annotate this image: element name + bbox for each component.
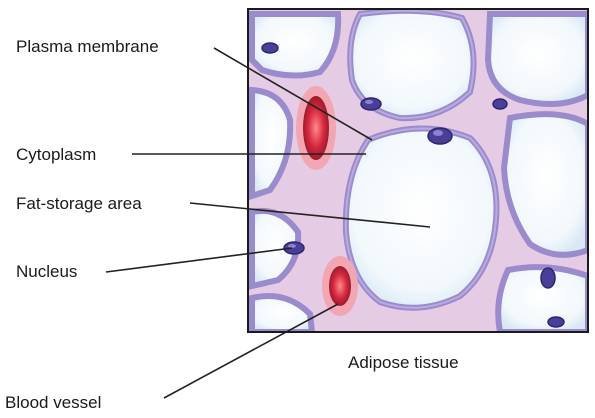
caption-adipose-tissue: Adipose tissue: [348, 354, 459, 371]
label-blood-vessel: Blood vessel: [5, 394, 101, 411]
label-plasma-membrane: Plasma membrane: [16, 38, 159, 55]
label-fat-storage-area: Fat-storage area: [16, 195, 142, 212]
label-cytoplasm: Cytoplasm: [16, 146, 96, 163]
label-nucleus: Nucleus: [16, 263, 77, 280]
